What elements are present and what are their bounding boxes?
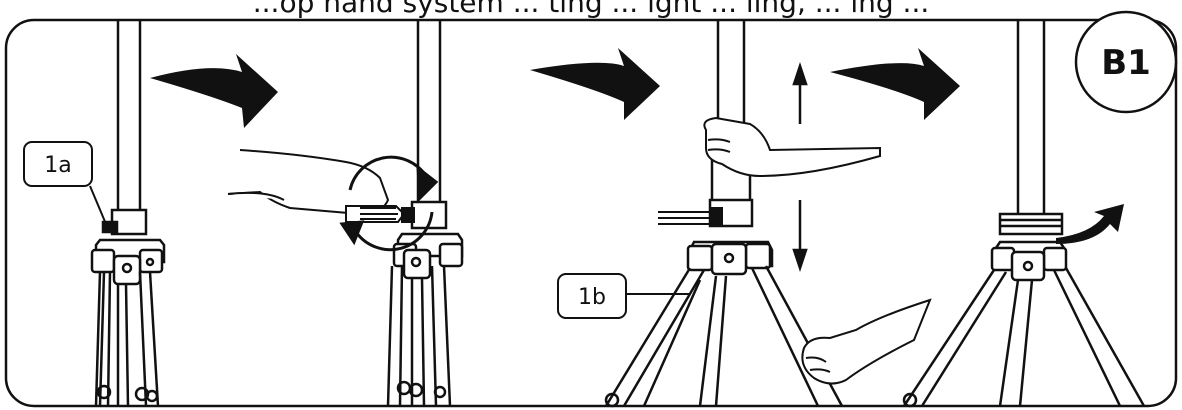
hand-icon: [801, 298, 932, 385]
callout-1b-label: 1b: [578, 285, 606, 310]
curved-arrow-icon: [150, 54, 278, 128]
step-badge: B1: [1074, 10, 1178, 114]
hand-icon: [703, 116, 881, 178]
callout-1b: 1b: [557, 273, 690, 319]
tripod-stand-icon: [604, 20, 844, 408]
panel-frame: [4, 18, 1178, 408]
curved-arrow-icon: [1056, 204, 1124, 244]
up-down-arrow-icon: [792, 62, 808, 272]
cropped-caption-text: ...op hand system ... ting ... ight ... …: [252, 0, 930, 19]
rotate-arrows-icon: [339, 155, 439, 252]
curved-arrow-icon: [830, 48, 960, 120]
tripod-stand-icon: [90, 20, 166, 407]
callout-1a-label: 1a: [44, 153, 71, 178]
tripod-stand-icon: [902, 20, 1146, 408]
hand-icon: [227, 149, 415, 223]
step-badge-label: B1: [1101, 43, 1151, 83]
curved-arrow-icon: [530, 48, 660, 120]
clamp-detail: [658, 207, 723, 227]
tripod-stand-icon: [386, 20, 464, 407]
callout-1a: 1a: [23, 141, 107, 225]
